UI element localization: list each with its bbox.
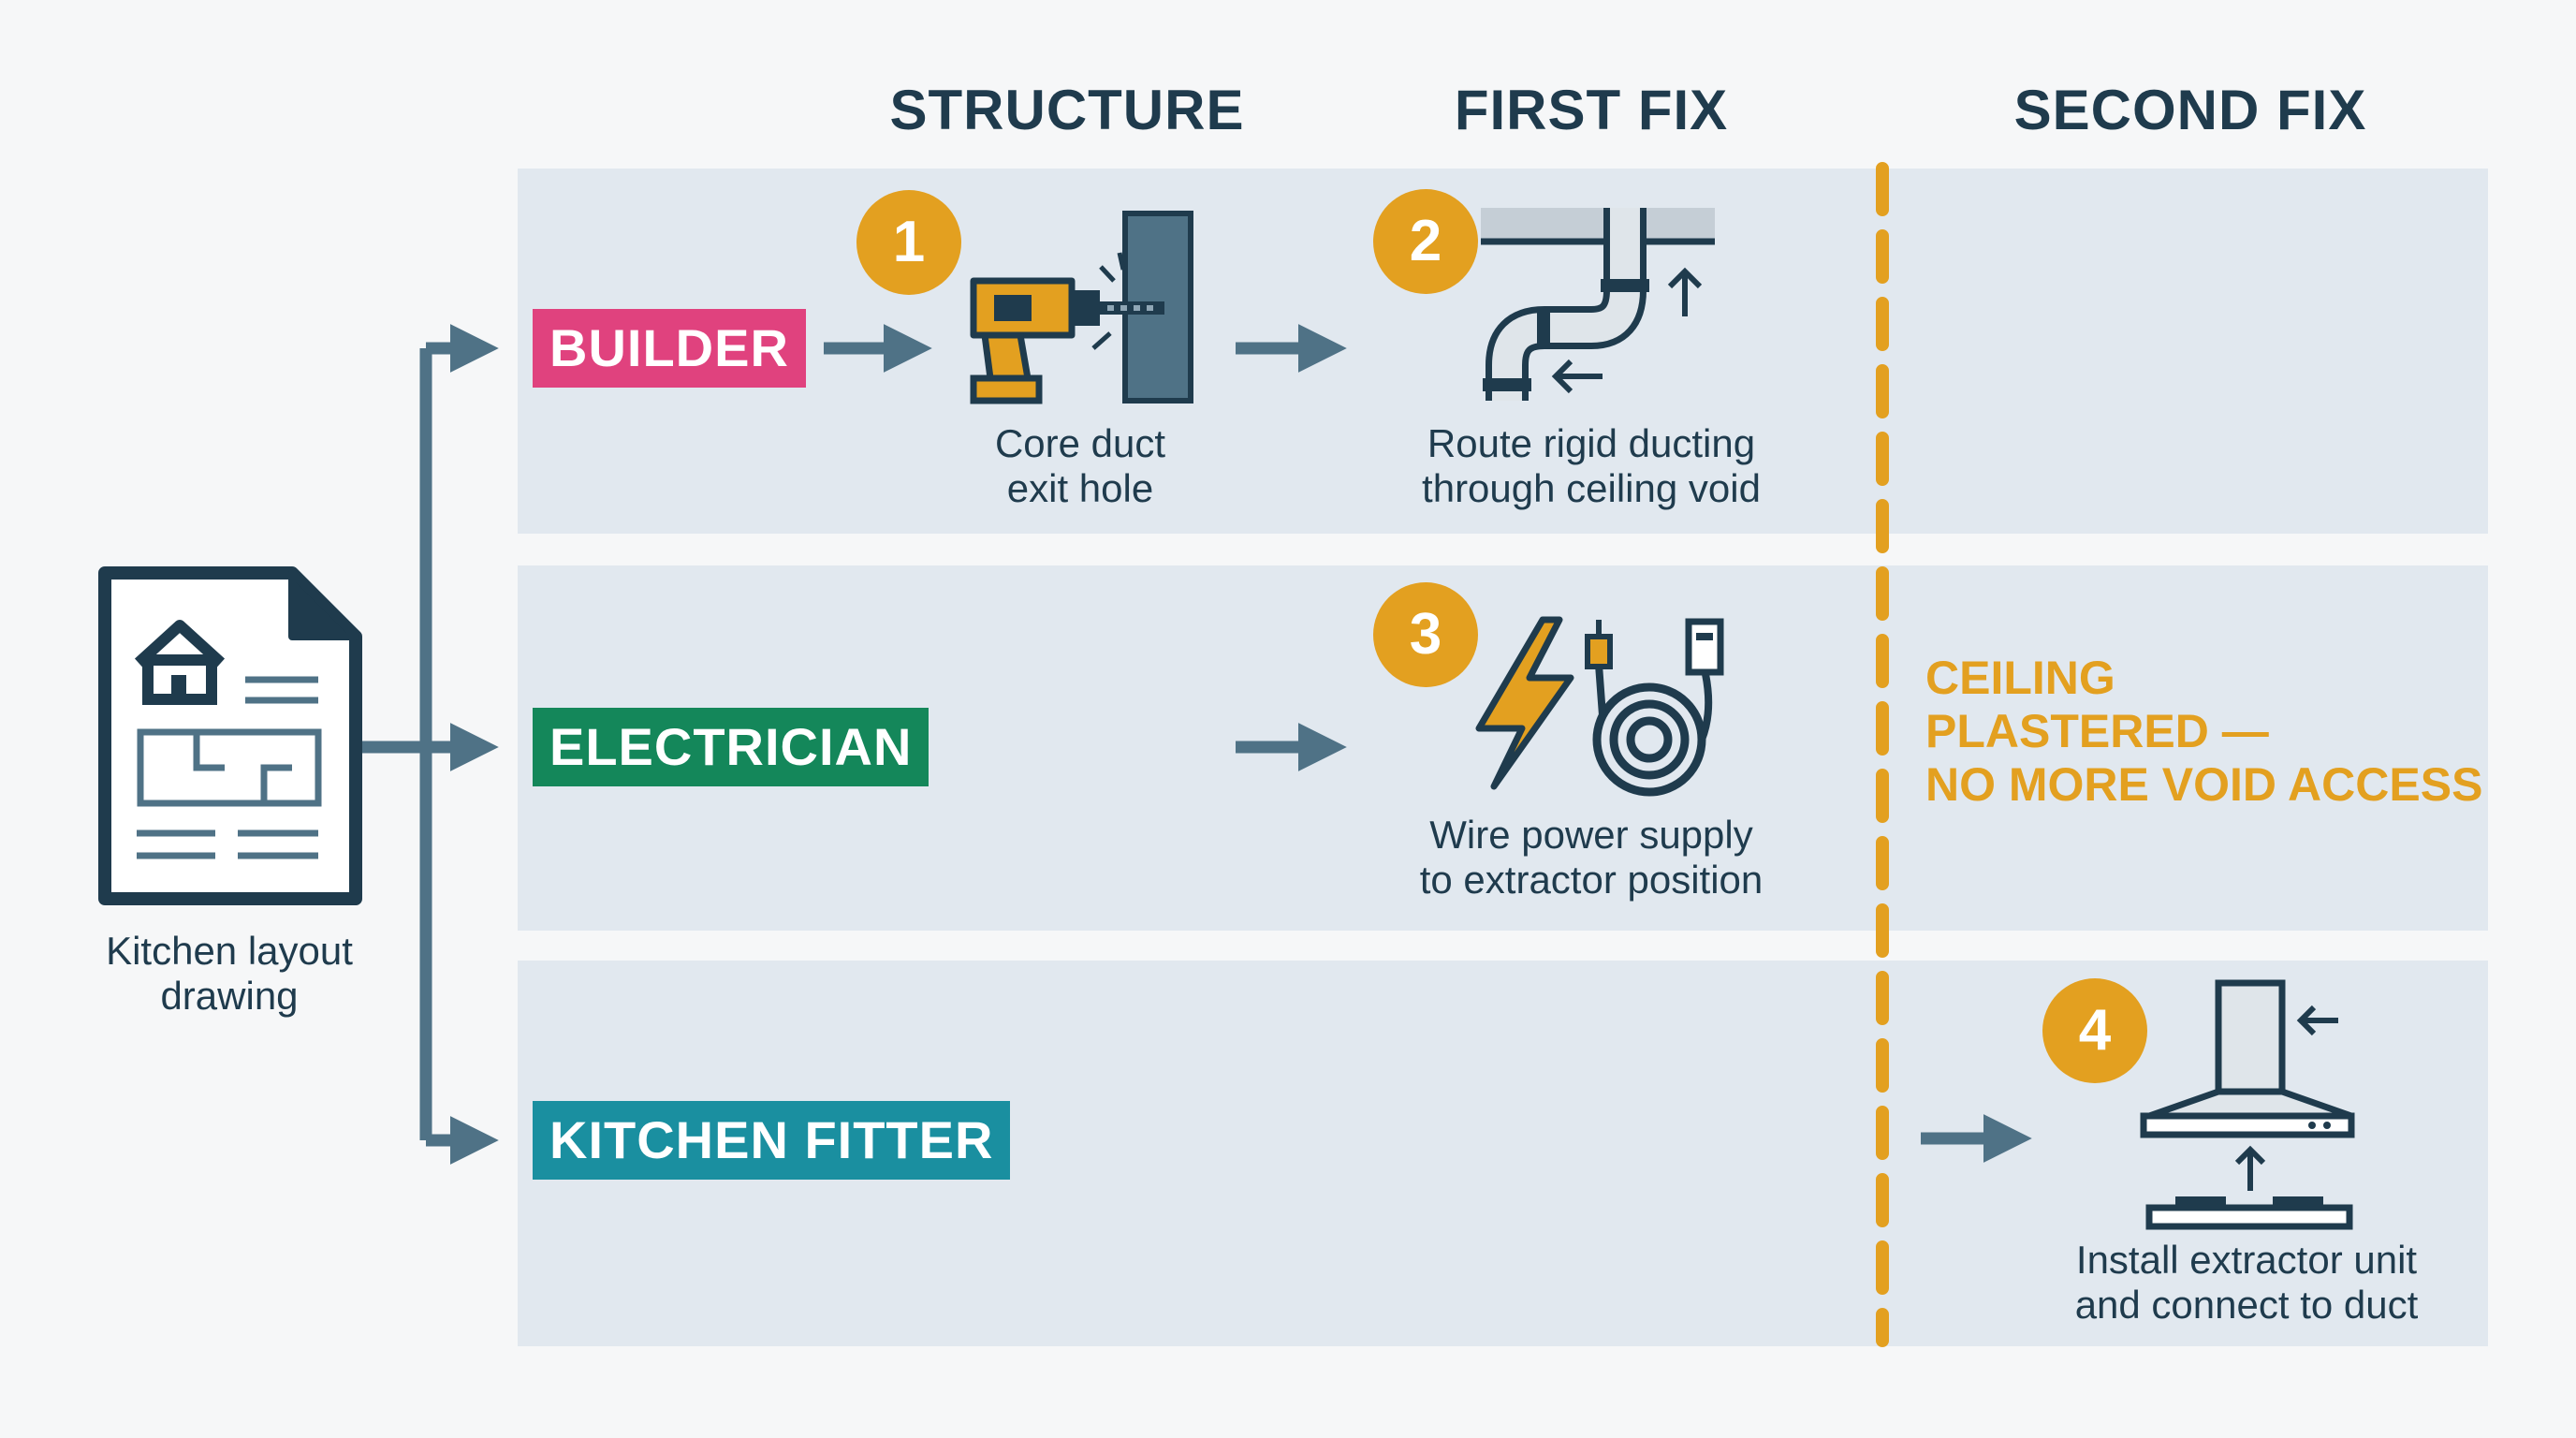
step-1-caption: Core duct exit hole (994, 421, 1166, 510)
source-label: Kitchen layout drawing (106, 929, 353, 1018)
step-3-badge: 3 (1373, 582, 1478, 687)
duct-pipe-icon (1481, 208, 1715, 401)
column-header-structure: STRUCTURE (889, 79, 1245, 141)
step-4-caption: Install extractor unit and connect to du… (2074, 1238, 2419, 1327)
extractor-hood-icon (2140, 979, 2355, 1230)
source-connectors (359, 324, 499, 1165)
floor-plan-document-icon (98, 566, 362, 905)
step-1-badge: 1 (856, 190, 961, 295)
role-electrician: ELECTRICIAN (533, 708, 929, 786)
step-4-badge: 4 (2042, 978, 2147, 1083)
column-header-first-fix: FIRST FIX (1454, 79, 1729, 141)
power-cable-icon (1475, 616, 1724, 797)
step-3-caption: Wire power supply to extractor position (1419, 813, 1764, 902)
role-builder: BUILDER (533, 309, 806, 388)
step-2-caption: Route rigid ducting through ceiling void (1422, 421, 1761, 510)
drill-icon (970, 211, 1193, 404)
role-kitchen-fitter: KITCHEN FITTER (533, 1101, 1011, 1180)
column-header-second-fix: SECOND FIX (2013, 79, 2367, 141)
void-access-warning: CEILING PLASTERED — NO MORE VOID ACCESS (1925, 652, 2483, 811)
step-2-badge: 2 (1373, 189, 1478, 294)
